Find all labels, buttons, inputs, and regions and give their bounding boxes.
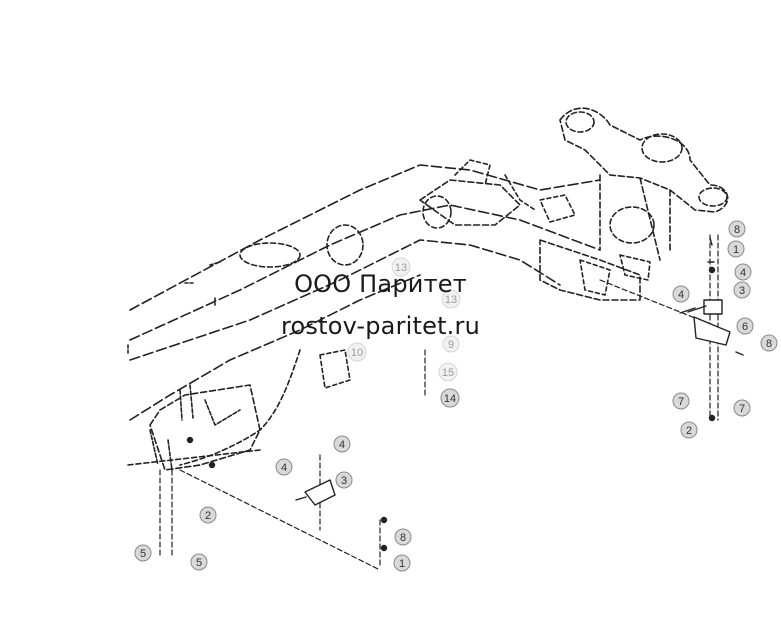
- rear-crossmember: [539, 107, 729, 301]
- callout-number: 13: [395, 262, 407, 274]
- callout-c3a: 3: [733, 281, 751, 299]
- callout-bubble: [394, 528, 412, 546]
- callout-c4a: 4: [734, 263, 752, 281]
- callout-c1a: 1: [727, 240, 745, 258]
- callout-bubble: [391, 257, 411, 277]
- callout-bubble: [760, 334, 778, 352]
- callout-number: 1: [399, 558, 405, 570]
- callout-number: 8: [734, 224, 740, 236]
- callout-bubble: [680, 421, 698, 439]
- main-frame: [127, 159, 601, 466]
- callout-bubble: [733, 281, 751, 299]
- watermark-line-2: rostov-paritet.ru: [280, 312, 480, 340]
- callout-c8c: 8: [394, 528, 412, 546]
- callout-bubble: [199, 506, 217, 524]
- callout-number: 2: [205, 510, 211, 522]
- callout-bubble: [393, 554, 411, 572]
- callout-c5b: 5: [190, 553, 208, 571]
- callout-c2b: 2: [199, 506, 217, 524]
- callout-number: 7: [739, 403, 745, 415]
- callout-number: 8: [400, 532, 406, 544]
- callout-bubble: [438, 362, 458, 382]
- callout-c6a: 6: [736, 317, 754, 335]
- callout-c14a: 14: [440, 388, 460, 408]
- callout-c10a: 10: [347, 342, 367, 362]
- callout-c8b: 8: [760, 334, 778, 352]
- callout-number: 4: [740, 267, 746, 279]
- callout-bubble: [727, 240, 745, 258]
- callout-bubble: [335, 471, 353, 489]
- callout-bubble: [733, 399, 751, 417]
- callout-number: 3: [739, 285, 745, 297]
- callout-number: 4: [339, 439, 345, 451]
- callout-bubble: [442, 335, 460, 353]
- callout-c5a: 5: [134, 544, 152, 562]
- callout-bubble: [134, 544, 152, 562]
- callout-bubble: [441, 289, 461, 309]
- callout-bubble: [672, 285, 690, 303]
- callout-number: 5: [196, 557, 202, 569]
- callout-c1b: 1: [393, 554, 411, 572]
- callout-bubble: [275, 458, 293, 476]
- callout-bubble: [736, 317, 754, 335]
- callout-c4c: 4: [333, 435, 351, 453]
- callout-c4d: 4: [275, 458, 293, 476]
- front-bracket: [127, 384, 261, 471]
- callout-number: 3: [341, 475, 347, 487]
- callout-c13b: 13: [441, 289, 461, 309]
- callout-bubble: [728, 220, 746, 238]
- callout-bubble: [734, 263, 752, 281]
- callout-number: 4: [678, 289, 684, 301]
- callout-c4b: 4: [672, 285, 690, 303]
- callout-number: 5: [140, 548, 146, 560]
- callout-number: 13: [445, 294, 457, 306]
- callout-c3b: 3: [335, 471, 353, 489]
- callout-number: 6: [742, 321, 748, 333]
- callout-number: 10: [351, 347, 363, 359]
- callout-number: 1: [733, 244, 739, 256]
- callout-bubble: [672, 392, 690, 410]
- callout-number: 14: [444, 393, 456, 405]
- callout-bubble: [190, 553, 208, 571]
- hardware-parts: [186, 237, 744, 552]
- watermark-line-1: ООО Паритет: [294, 270, 467, 298]
- callout-number: 2: [686, 425, 692, 437]
- callout-c8a: 8: [728, 220, 746, 238]
- callout-number: 8: [766, 338, 772, 350]
- callout-number: 15: [442, 367, 454, 379]
- callout-number: 9: [448, 339, 454, 351]
- callout-number: 4: [281, 462, 287, 474]
- callout-c7b: 7: [733, 399, 751, 417]
- callout-c15a: 15: [438, 362, 458, 382]
- callout-c13a: 13: [391, 257, 411, 277]
- callout-bubble: [347, 342, 367, 362]
- callout-c9a: 9: [442, 335, 460, 353]
- callout-c7a: 7: [672, 392, 690, 410]
- callout-bubble: [333, 435, 351, 453]
- callout-number: 7: [678, 396, 684, 408]
- callout-c2a: 2: [680, 421, 698, 439]
- callout-bubble: [440, 388, 460, 408]
